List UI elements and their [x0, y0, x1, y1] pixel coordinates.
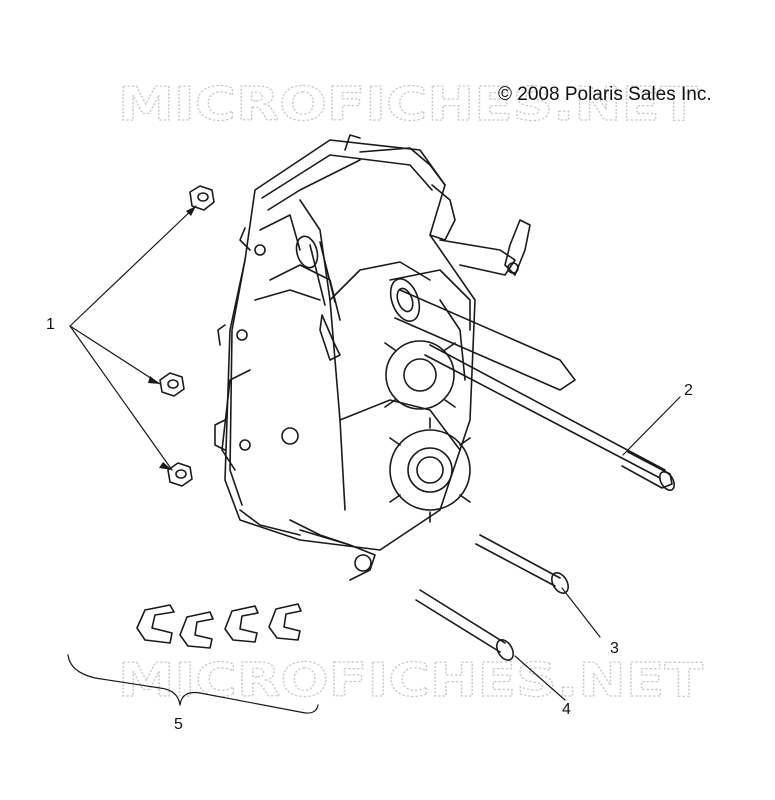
- watermark-top: MICROFICHES.NET: [118, 77, 699, 131]
- callout-1: 1: [46, 316, 55, 333]
- bolt-4: [415, 589, 514, 661]
- bolt-2: [424, 344, 676, 491]
- flange-nut-2: [159, 372, 185, 397]
- retaining-clips: [136, 603, 302, 649]
- drive-spline: [384, 340, 471, 523]
- callout-5: 5: [174, 716, 183, 733]
- copyright-notice: © 2008 Polaris Sales Inc.: [498, 84, 712, 105]
- callout-4: 4: [562, 701, 571, 718]
- dipstick: [295, 235, 341, 361]
- output-shaft: [389, 219, 576, 391]
- leader-lines: [67, 205, 681, 714]
- callout-3: 3: [610, 640, 619, 657]
- callout-2: 2: [684, 382, 693, 399]
- watermark-bottom: MICROFICHES.NET: [118, 653, 704, 707]
- flange-nut-3: [167, 462, 193, 487]
- leader-arrowheads: [148, 206, 196, 470]
- gearcase-housing: [214, 134, 476, 581]
- flange-nut-1: [189, 185, 215, 211]
- bolt-3: [475, 534, 569, 594]
